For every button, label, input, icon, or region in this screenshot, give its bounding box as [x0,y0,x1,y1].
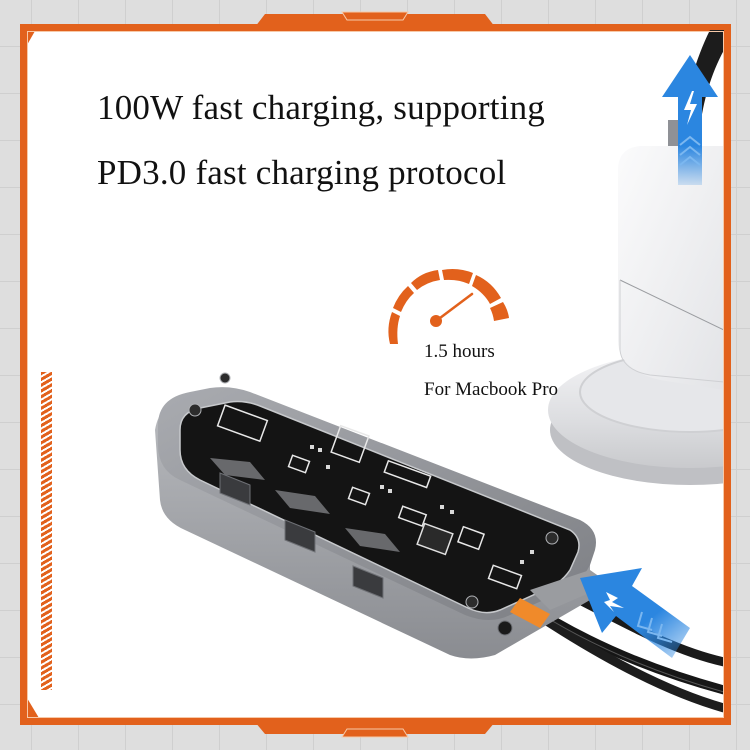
frame-bottom-tab [255,722,495,738]
corner-notch-top-left [27,31,35,45]
headline-line-1: 100W fast charging, supporting [97,88,545,127]
transparent-usb-c-hub [155,372,610,659]
device-label: For Macbook Pro [424,379,559,400]
headline-line-2: PD3.0 fast charging protocol [97,153,507,192]
upload-arrow-lightning-icon [662,55,718,185]
decorative-stripes [41,372,52,690]
input-arrow-lightning-icon [580,568,690,658]
corner-notch-bottom-left [27,698,39,718]
speedometer-icon [388,269,509,344]
usb-port [219,472,384,599]
charge-time-label: 1.5 hours [424,341,495,362]
frame-top-tab [255,11,495,27]
